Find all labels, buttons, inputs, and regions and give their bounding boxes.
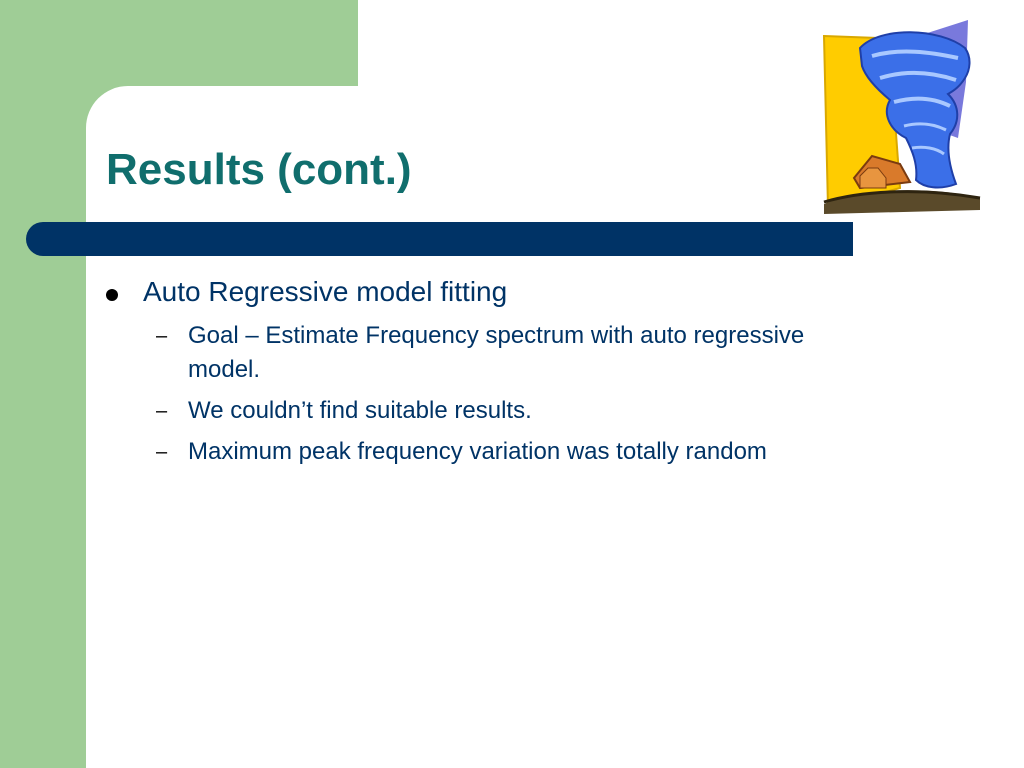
sub-bullet-text: Maximum peak frequency variation was tot…	[188, 438, 767, 465]
sub-bullet-text: We couldn’t find suitable results.	[188, 397, 532, 424]
slide-title: Results (cont.)	[106, 145, 412, 194]
dash-marker-icon: –	[156, 441, 168, 463]
title-underline-bar	[26, 222, 853, 256]
sub-bullet-item: – We couldn’t find suitable results.	[156, 394, 816, 428]
sub-bullet-item: – Goal – Estimate Frequency spectrum wit…	[156, 319, 816, 387]
bullet-item: Auto Regressive model fitting	[106, 275, 826, 309]
sub-bullet-text: Goal – Estimate Frequency spectrum with …	[188, 322, 805, 383]
bullet-text: Auto Regressive model fitting	[143, 276, 508, 307]
dash-marker-icon: –	[156, 325, 168, 347]
tornado-clipart-icon	[822, 20, 981, 214]
bullet-dot-icon	[106, 289, 118, 301]
sub-bullet-item: – Maximum peak frequency variation was t…	[156, 435, 816, 469]
dash-marker-icon: –	[156, 400, 168, 422]
